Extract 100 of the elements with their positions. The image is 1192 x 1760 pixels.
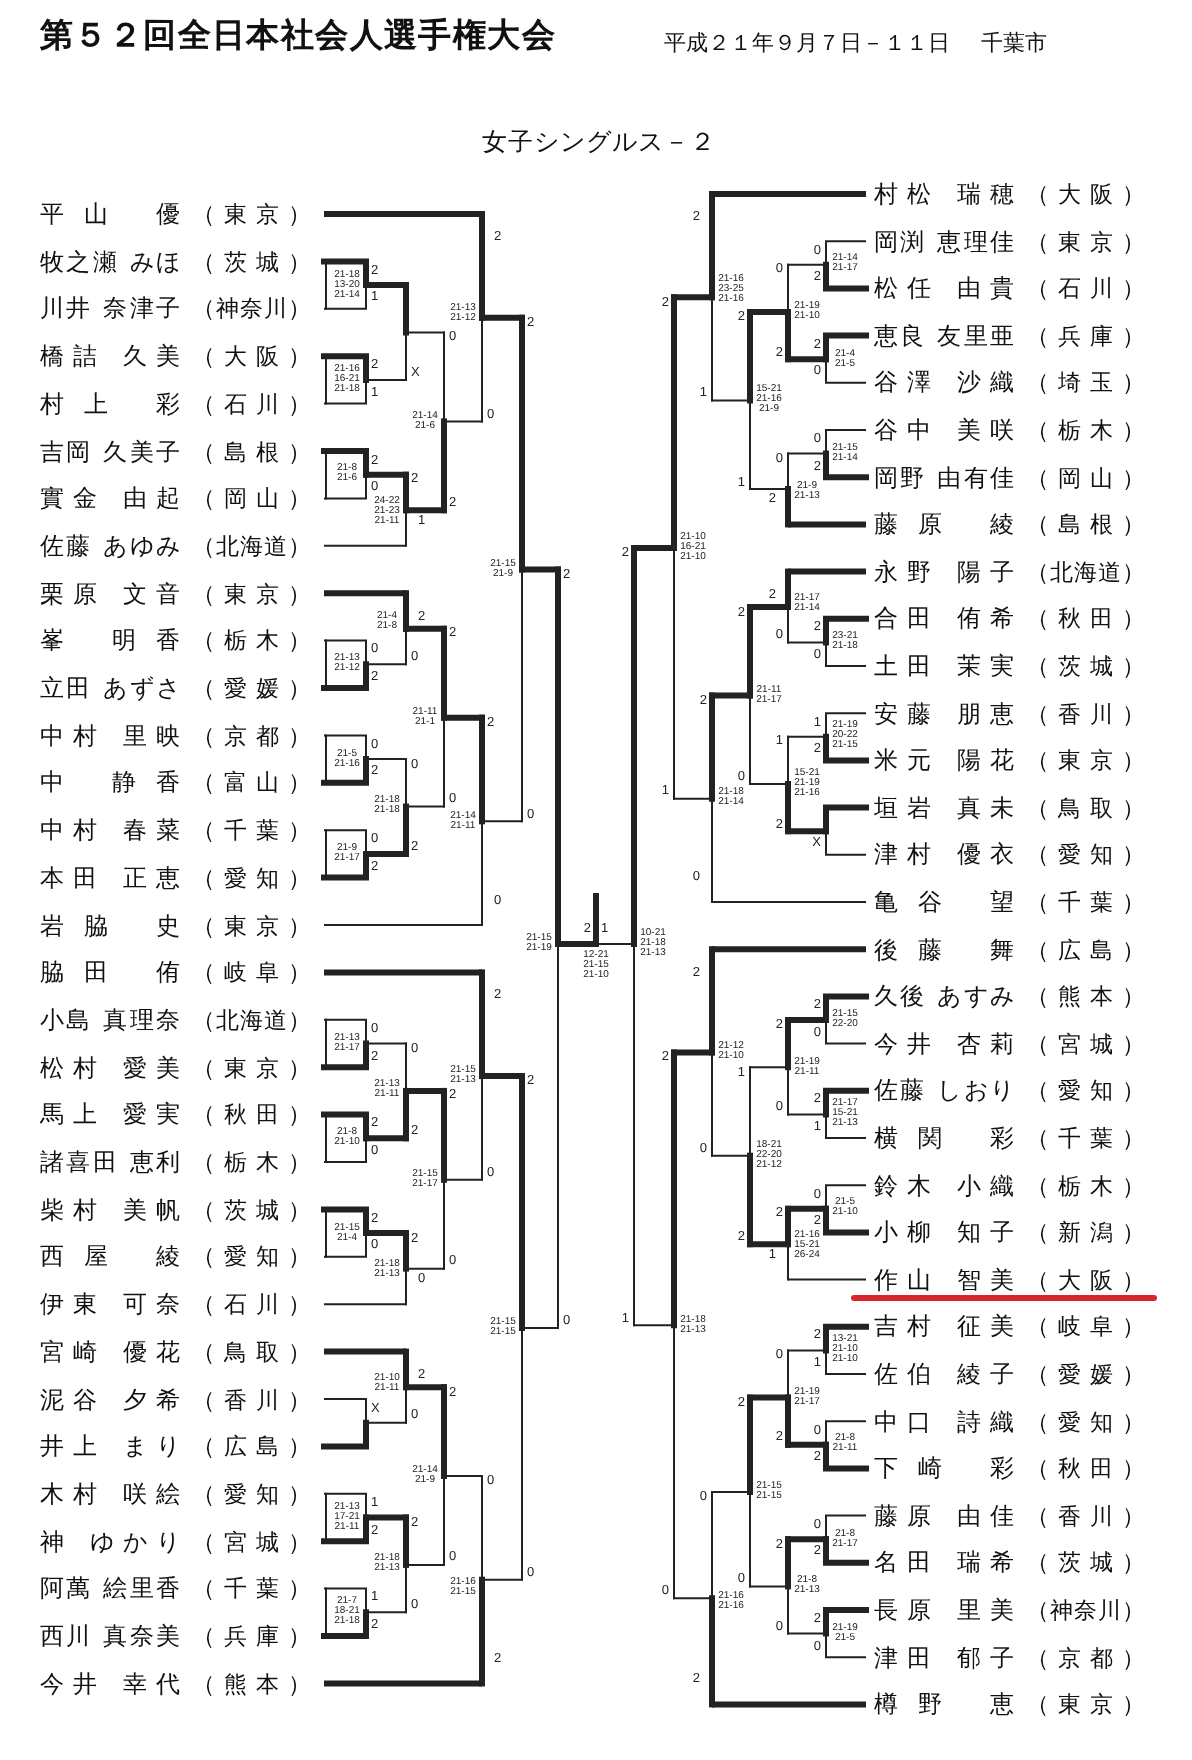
player-name: 小島 真理奈 <box>40 1003 180 1036</box>
player-name: 藤原 由佳 <box>874 1499 1014 1532</box>
prefecture-label: （岡山） <box>1026 461 1146 494</box>
player-name: 松任 由貴 <box>874 272 1014 305</box>
prefecture-label: （茨城） <box>1026 650 1146 682</box>
prefecture-label: （東京） <box>192 909 312 941</box>
prefecture-label: （秋田） <box>1026 602 1146 635</box>
prefecture-label: （千葉） <box>192 814 312 847</box>
prefecture-label: （大阪） <box>192 340 312 373</box>
prefecture-label: （富山） <box>192 766 312 799</box>
prefecture-label: （東京） <box>192 1051 312 1084</box>
player-name: 川井 奈津子 <box>40 292 180 325</box>
bracket-line <box>324 590 406 597</box>
prefecture-label: （島根） <box>192 435 312 467</box>
bracket-line <box>712 191 866 197</box>
prefecture-label: （神奈川） <box>1026 1594 1146 1626</box>
player-name: 中村 里映 <box>40 719 180 752</box>
player-name: 安藤 朋恵 <box>874 697 1014 730</box>
player-name: 横関 彩 <box>874 1122 1014 1154</box>
prefecture-label: （愛知） <box>1026 838 1146 871</box>
prefecture-label: （東京） <box>192 198 312 230</box>
bracket-line <box>324 1348 406 1355</box>
player-name: 吉岡 久美子 <box>40 435 180 467</box>
prefecture-label: （香川） <box>1026 1499 1146 1532</box>
bracket-line <box>711 901 867 903</box>
prefecture-label: （広島） <box>192 1430 312 1463</box>
player-name: 村上 彩 <box>40 387 180 420</box>
player-name: 後藤 舞 <box>874 933 1014 966</box>
subtitle: 女子シングルス－２ <box>482 124 716 158</box>
player-name: 恵良 友里亜 <box>874 319 1014 352</box>
bracket-line <box>712 946 866 953</box>
prefecture-label: （熊本） <box>1026 980 1146 1013</box>
player-name: 土田 茉実 <box>874 650 1014 682</box>
prefecture-label: （熊本） <box>192 1667 312 1700</box>
prefecture-label: （栃木） <box>192 1146 312 1178</box>
player-name: 鈴木 小織 <box>874 1169 1014 1202</box>
prefecture-label: （岡山） <box>192 482 312 515</box>
prefecture-label: （石川） <box>192 387 312 420</box>
player-name: 脇田 侑 <box>40 956 180 989</box>
prefecture-label: （大阪） <box>1026 178 1146 210</box>
prefecture-label: （愛知） <box>192 861 312 894</box>
player-name: 立田 あずさ <box>40 672 180 704</box>
prefecture-label: （愛知） <box>1026 1405 1146 1438</box>
prefecture-label: （栃木） <box>192 624 312 657</box>
player-name: 久後 あすみ <box>874 980 1014 1013</box>
prefecture-label: （埼玉） <box>1026 366 1146 399</box>
prefecture-label: （東京） <box>1026 1688 1146 1721</box>
player-name: 木村 咲絵 <box>40 1477 180 1510</box>
player-name: 佐藤 しおり <box>874 1074 1014 1107</box>
prefecture-label: （石川） <box>192 1288 312 1321</box>
prefecture-label: （愛知） <box>192 1240 312 1273</box>
player-name: 牧之瀬 みほ <box>40 245 180 278</box>
bracket-line <box>787 1278 867 1281</box>
prefecture-label: （茨城） <box>1026 1546 1146 1579</box>
prefecture-label: （愛媛） <box>192 672 312 704</box>
player-name: 佐伯 綾子 <box>874 1358 1014 1390</box>
prefecture-label: （秋田） <box>1026 1452 1146 1485</box>
title: 第５２回全日本社会人選手権大会 <box>40 14 556 58</box>
prefecture-label: （大阪） <box>1026 1263 1146 1296</box>
player-name: 栗原 文音 <box>40 577 180 610</box>
player-name: 中口 詩織 <box>874 1405 1014 1438</box>
bracket-line <box>323 1303 407 1306</box>
prefecture-label: （鳥取） <box>192 1335 312 1368</box>
player-name: 下崎 彩 <box>874 1452 1014 1485</box>
prefecture-label: （北海道） <box>192 1003 312 1036</box>
prefecture-label: （北海道） <box>192 529 312 562</box>
bracket-line <box>323 924 483 926</box>
prefecture-label: （北海道） <box>1026 555 1146 588</box>
player-name: 伊東 可奈 <box>40 1288 180 1321</box>
prefecture-label: （東京） <box>1026 744 1146 777</box>
player-name: 津田 郁子 <box>874 1641 1014 1674</box>
prefecture-label: （愛知） <box>1026 1074 1146 1107</box>
prefecture-label: （宮城） <box>1026 1027 1146 1060</box>
prefecture-label: （茨城） <box>192 1193 312 1226</box>
player-name: 合田 侑希 <box>874 602 1014 635</box>
prefecture-label: （愛知） <box>192 1477 312 1510</box>
bracket-line <box>324 211 482 217</box>
bracket-line <box>788 568 866 575</box>
prefecture-label: （栃木） <box>1026 414 1146 446</box>
player-name: 柴村 美帆 <box>40 1193 180 1226</box>
player-name: 神 ゆかり <box>40 1525 180 1558</box>
bracket-line <box>324 1680 482 1687</box>
prefecture-label: （新潟） <box>1026 1216 1146 1249</box>
player-name: 樽野 恵 <box>874 1688 1014 1721</box>
prefecture-label: （兵庫） <box>1026 319 1146 352</box>
prefecture-label: （岐阜） <box>1026 1310 1146 1343</box>
player-name: 實金 由起 <box>40 482 180 515</box>
bracket-line <box>712 1701 866 1708</box>
prefecture-label: （千葉） <box>1026 886 1146 918</box>
bracket-line <box>324 969 482 976</box>
player-name: 宮崎 優花 <box>40 1335 180 1368</box>
player-name: 峯 明香 <box>40 624 180 657</box>
player-name: 村松 瑞穂 <box>874 178 1014 210</box>
player-name: 長原 里美 <box>874 1594 1014 1626</box>
player-name: 西屋 綾 <box>40 1240 180 1273</box>
prefecture-label: （京都） <box>192 719 312 752</box>
player-name: 西川 真奈美 <box>40 1620 180 1652</box>
prefecture-label: （東京） <box>1026 225 1146 258</box>
bracket-line <box>788 521 866 528</box>
prefecture-label: （香川） <box>192 1383 312 1415</box>
